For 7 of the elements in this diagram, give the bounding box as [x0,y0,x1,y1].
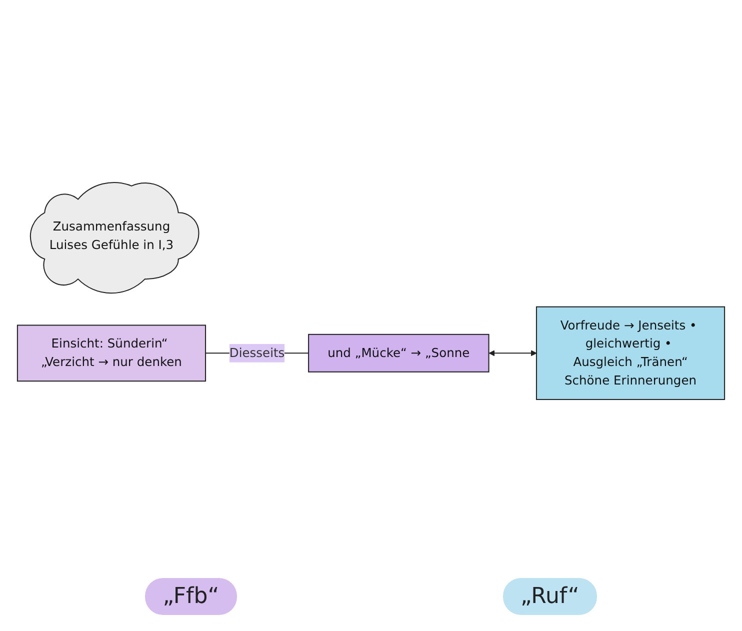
note-text: „Ruf“ [502,578,598,615]
arrow [488,350,537,356]
node-box: und „Mücke“ → „Sonne [308,334,490,372]
node-box: Einsicht: Sünderin“ „Verzicht → nur denken [16,324,206,382]
node-box: Vorfreude → Jenseits • gleichwertig • Ausgleich „Tränen“ Schöne Erinnerungen [536,306,726,400]
note-text: „Ffb“ [144,578,238,615]
edge-label: Diesseits [229,346,285,360]
